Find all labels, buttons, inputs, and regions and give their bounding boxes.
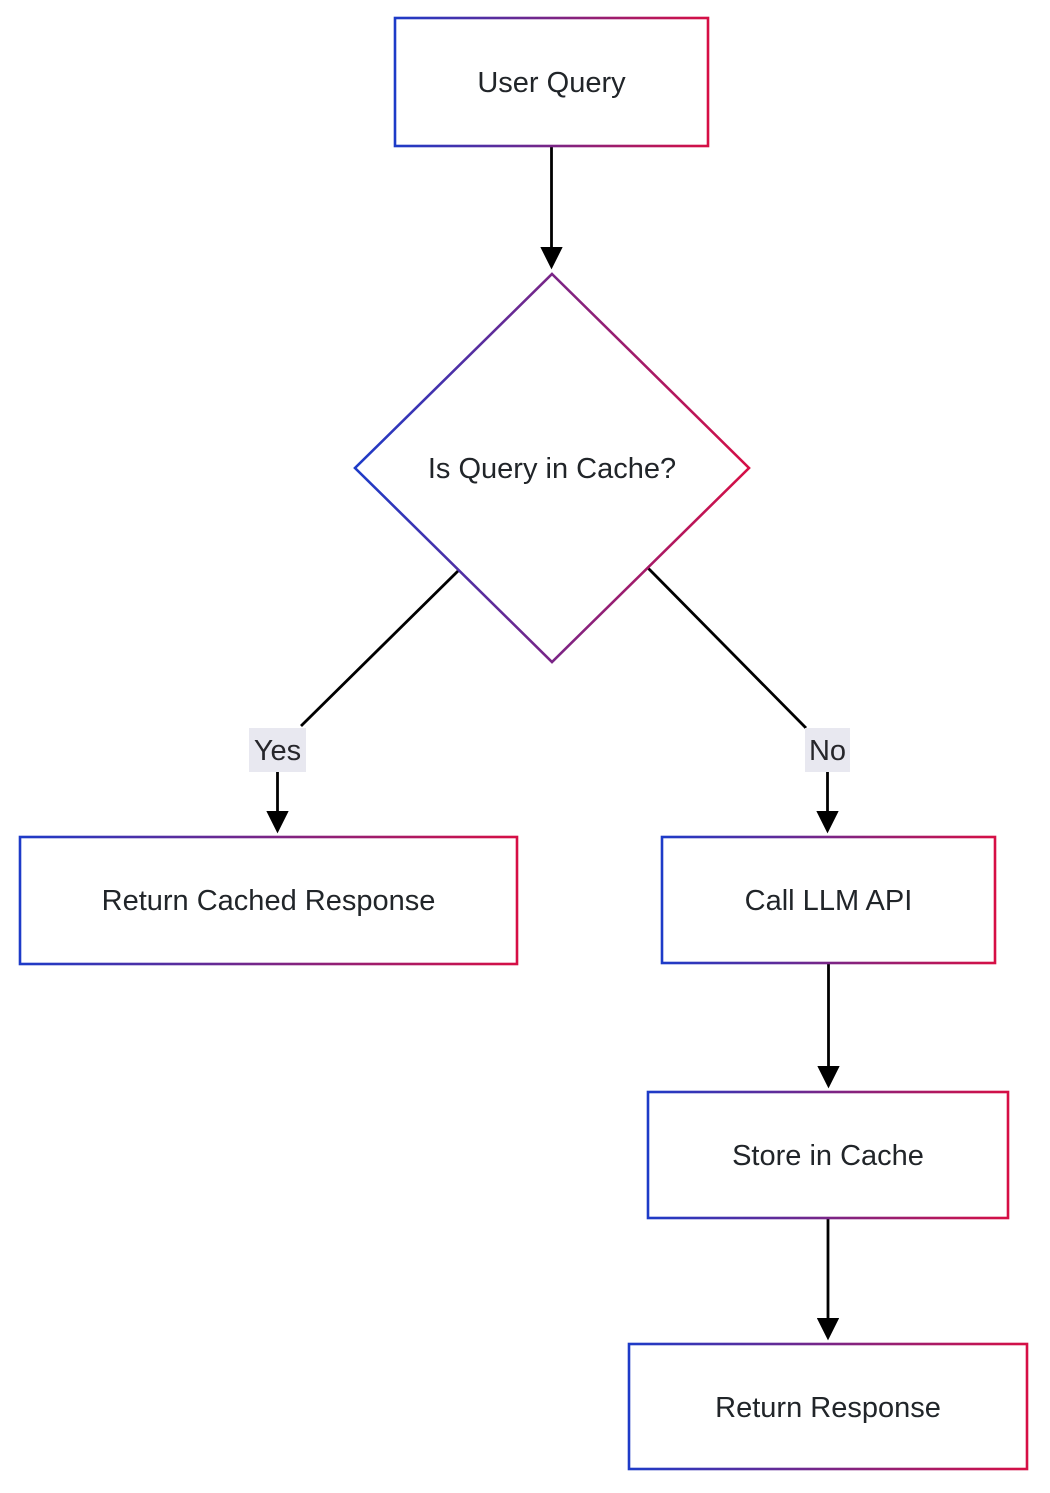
edge-label-no: No — [805, 728, 850, 772]
node-return-cached-shape — [18, 835, 519, 966]
node-cache-check-label: Is Query in Cache? — [428, 453, 676, 485]
edge-label-yes: Yes — [249, 728, 306, 772]
node-cache-check: Is Query in Cache? — [353, 272, 751, 664]
node-return-cached: Return Cached Response — [18, 835, 519, 966]
node-call-llm-api-label: Call LLM API — [745, 885, 913, 917]
edge-label-no-bg — [805, 728, 850, 772]
node-user-query-label: User Query — [477, 67, 626, 99]
edge-cache-check-to-return-cached-diagonal — [300, 569, 460, 727]
node-store-in-cache-shape — [646, 1090, 1010, 1220]
edge-label-yes-text: Yes — [254, 735, 301, 767]
edge-cache-check-to-call-llm-diagonal — [647, 567, 807, 729]
node-return-response-shape — [627, 1342, 1029, 1471]
node-call-llm-api-shape — [660, 835, 997, 965]
node-return-response: Return Response — [627, 1342, 1029, 1471]
edge-label-yes-bg — [249, 728, 306, 772]
edge-label-no-text: No — [809, 735, 846, 767]
node-return-cached-label: Return Cached Response — [102, 885, 436, 917]
node-store-in-cache: Store in Cache — [646, 1090, 1010, 1220]
node-user-query: User Query — [393, 16, 710, 148]
node-user-query-shape — [393, 16, 710, 148]
node-cache-check-shape — [353, 272, 751, 664]
node-store-in-cache-label: Store in Cache — [732, 1140, 924, 1172]
node-return-response-label: Return Response — [715, 1392, 941, 1424]
node-call-llm-api: Call LLM API — [660, 835, 997, 965]
